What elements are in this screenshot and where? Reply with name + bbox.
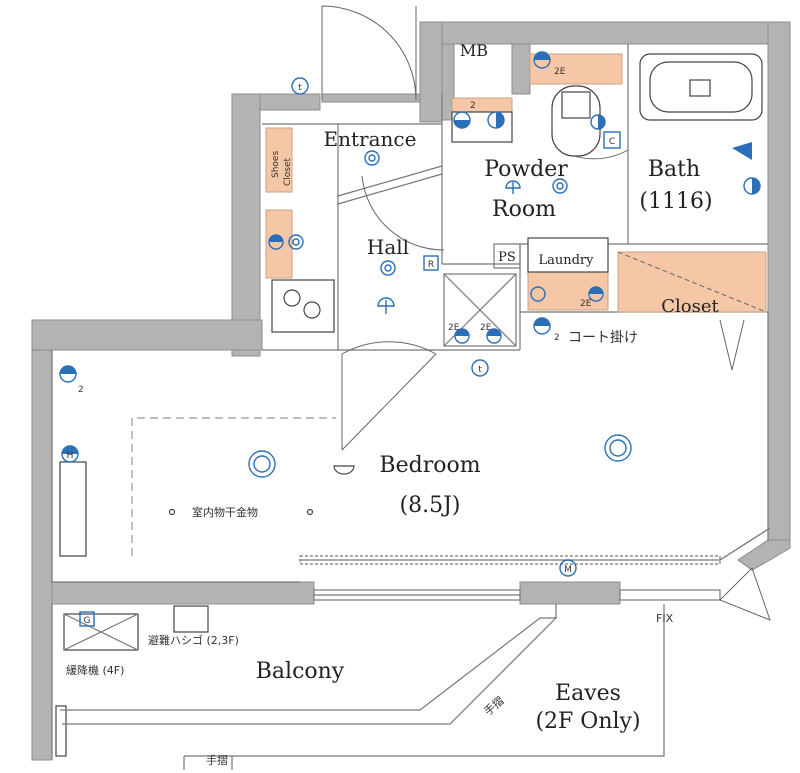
outlets: [59, 51, 761, 463]
symbol-t-top: t: [298, 83, 302, 93]
label-balcony: Balcony: [256, 659, 345, 684]
drying-hook-right: [306, 508, 314, 516]
label-shoes: Shoes: [271, 151, 281, 178]
symbol-two-e-4: 2E: [580, 299, 592, 309]
symbol-h: H: [67, 451, 74, 461]
wall-lights: [333, 180, 521, 475]
doors: [321, 5, 771, 621]
symbol-c: C: [609, 137, 615, 147]
balcony-area: [51, 604, 665, 770]
label-handrail-diagonal: 手摺: [481, 693, 507, 718]
label-entrance: Entrance: [324, 127, 417, 151]
windows: [299, 527, 771, 601]
symbol-labels: t t C R M G H 2 2 2 2E 2E 2E 2E: [67, 67, 616, 626]
label-powder: Powder: [484, 157, 568, 182]
symbol-r: R: [428, 260, 434, 270]
label-eaves-note: (2F Only): [535, 709, 640, 734]
storage-areas: [265, 53, 767, 313]
symbol-markers: [79, 77, 621, 627]
label-bedroom-size: (8.5J): [400, 493, 461, 518]
label-descender: 緩降機 (4F): [66, 663, 124, 677]
label-hall: Hall: [367, 235, 409, 259]
symbol-two-e-3: 2E: [554, 67, 566, 77]
symbol-two-e-1: 2E: [448, 323, 460, 333]
label-closet: Closet: [661, 296, 719, 317]
room-labels: MB Entrance Shoes Closet Powder Room Bat…: [256, 41, 720, 734]
symbol-two-e-2: 2E: [480, 323, 492, 333]
label-closet-small: Closet: [283, 157, 293, 186]
symbol-t-hall: t: [478, 365, 482, 375]
label-room: Room: [492, 197, 556, 222]
label-mb: MB: [460, 41, 488, 60]
fixtures: [59, 53, 763, 651]
symbol-two-powder: 2: [470, 101, 476, 111]
drying-area-outline: [131, 417, 336, 556]
ceiling-lights: [248, 150, 632, 478]
label-handrail-bottom: 手摺: [206, 753, 228, 767]
label-eaves: Eaves: [555, 681, 621, 706]
walls: [31, 21, 791, 761]
label-fix: FIX: [656, 612, 674, 625]
label-ps: PS: [498, 250, 516, 265]
label-coat-hook: コート掛け: [568, 330, 638, 346]
label-drying-hardware: 室内物干金物: [192, 505, 258, 519]
label-escape-ladder: 避難ハシゴ (2,3F): [148, 633, 239, 647]
symbol-two-coat: 2: [554, 333, 560, 343]
symbol-m: M: [564, 565, 572, 575]
symbol-g: G: [84, 616, 91, 626]
symbol-two-left: 2: [78, 385, 84, 395]
drying-hook-left: [168, 508, 176, 516]
label-bath: Bath: [648, 157, 700, 182]
label-bath-size: (1116): [639, 189, 712, 214]
label-bedroom: Bedroom: [379, 453, 480, 478]
label-laundry: Laundry: [538, 253, 594, 268]
